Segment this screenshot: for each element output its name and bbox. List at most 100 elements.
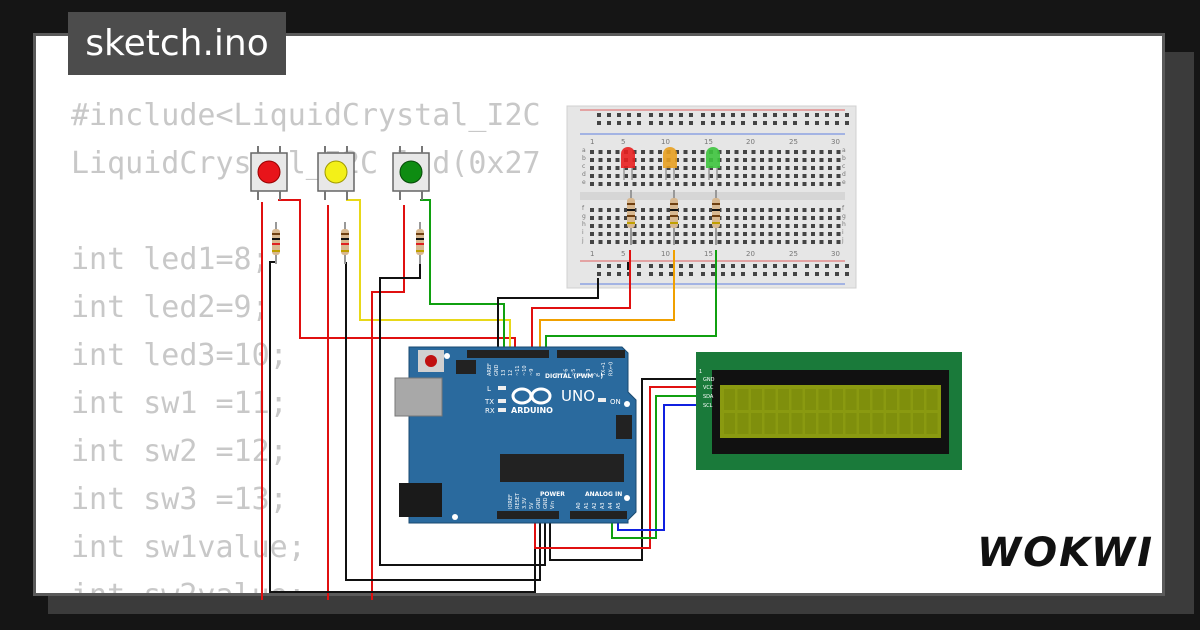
lcd-cell bbox=[778, 413, 789, 434]
breadboard-hole bbox=[683, 216, 688, 220]
breadboard-hole bbox=[785, 240, 790, 244]
led-tx-label: TX bbox=[484, 398, 494, 406]
breadboard-hole bbox=[624, 224, 628, 228]
breadboard-hole bbox=[726, 216, 730, 220]
breadboard-hole bbox=[802, 174, 807, 178]
power-rail-hole bbox=[679, 113, 683, 117]
breadboard-hole bbox=[692, 232, 696, 236]
resistor-led1[interactable] bbox=[627, 190, 635, 245]
breadboard-hole bbox=[760, 216, 764, 220]
power-rail-hole bbox=[711, 113, 715, 117]
wire-red-button3-power bbox=[371, 205, 405, 600]
breadboard-hole bbox=[649, 150, 654, 154]
breadboard-hole bbox=[717, 182, 722, 186]
breadboard-hole bbox=[794, 224, 798, 228]
pin-label: GND bbox=[543, 497, 549, 509]
resistor-button3[interactable] bbox=[416, 222, 424, 264]
file-title-tab[interactable]: sketch.ino bbox=[68, 12, 286, 75]
power-rail-hole bbox=[825, 272, 829, 276]
breadboard-hole bbox=[751, 150, 756, 154]
power-rail-hole bbox=[669, 121, 673, 125]
breadboard-hole bbox=[743, 224, 747, 228]
resistor-led3[interactable] bbox=[712, 190, 720, 245]
breadboard-hole bbox=[743, 216, 747, 220]
breadboard-hole bbox=[836, 158, 841, 162]
svg-text:g: g bbox=[582, 213, 586, 220]
svg-text:i: i bbox=[842, 229, 844, 236]
breadboard-hole bbox=[615, 240, 620, 244]
pin-label: 12 bbox=[508, 370, 514, 376]
wire-blue-lcd-scl bbox=[617, 404, 700, 531]
power-rail-hole bbox=[669, 264, 673, 268]
breadboard-hole bbox=[709, 216, 713, 220]
svg-text:10: 10 bbox=[661, 138, 670, 146]
resistor-led2[interactable] bbox=[670, 190, 678, 245]
breadboard-hole bbox=[785, 232, 790, 236]
breadboard-hole bbox=[794, 240, 798, 244]
pushbutton-yellow[interactable] bbox=[317, 146, 355, 200]
breadboard-hole bbox=[675, 232, 679, 236]
power-rail-hole bbox=[845, 272, 849, 276]
lcd-pin-sda: SDA bbox=[703, 394, 714, 400]
code-line: int led1=8; bbox=[71, 242, 270, 277]
breadboard-hole bbox=[598, 208, 603, 212]
svg-text:j: j bbox=[581, 237, 584, 244]
lcd-display[interactable]: 1 GND VCC SDA SCL bbox=[696, 352, 962, 470]
breadboard-hole bbox=[777, 232, 781, 236]
code-line: int sw2value; bbox=[71, 578, 306, 596]
breadboard-hole bbox=[641, 240, 645, 244]
power-rail-hole bbox=[731, 121, 735, 125]
breadboard-hole bbox=[811, 182, 815, 186]
power-rail-hole bbox=[741, 121, 745, 125]
pushbutton-green[interactable] bbox=[392, 146, 430, 200]
svg-text:c: c bbox=[842, 163, 845, 170]
breadboard-hole bbox=[607, 166, 611, 170]
code-line: int led2=9; bbox=[71, 290, 270, 325]
power-rail-hole bbox=[637, 121, 641, 125]
svg-text:b: b bbox=[582, 155, 586, 162]
breadboard-hole bbox=[590, 174, 594, 178]
digital-header-low bbox=[557, 350, 625, 358]
breadboard-hole bbox=[607, 158, 611, 162]
wire-black-res2 bbox=[345, 262, 541, 581]
wires bbox=[261, 199, 717, 600]
resistor-button1[interactable] bbox=[272, 222, 280, 264]
breadboard-hole bbox=[615, 182, 620, 186]
svg-text:25: 25 bbox=[789, 138, 798, 146]
breadboard-hole bbox=[666, 240, 671, 244]
led-orange[interactable] bbox=[663, 147, 677, 180]
breadboard-hole bbox=[751, 232, 756, 236]
code-line: int sw1value; bbox=[71, 530, 306, 565]
breadboard-hole bbox=[658, 174, 662, 178]
led-red[interactable] bbox=[621, 147, 635, 180]
power-rail-hole bbox=[805, 113, 809, 117]
breadboard-hole bbox=[811, 208, 815, 212]
breadboard-hole bbox=[734, 150, 739, 154]
breadboard-hole bbox=[777, 158, 781, 162]
on-label: ON bbox=[610, 398, 621, 406]
breadboard-hole bbox=[658, 158, 662, 162]
led-green[interactable] bbox=[706, 147, 720, 180]
power-rail-hole bbox=[597, 121, 601, 125]
pushbutton-red[interactable] bbox=[250, 146, 288, 200]
lcd-cell bbox=[764, 413, 776, 434]
lcd-cell bbox=[818, 413, 830, 434]
arduino-uno-board[interactable]: DIGITAL (PWM ~) POWER ANALOG IN L TX RX … bbox=[394, 346, 637, 524]
breadboard-hole bbox=[734, 232, 739, 236]
svg-text:25: 25 bbox=[789, 250, 798, 258]
pin-label: 5V bbox=[529, 502, 535, 509]
wire-black-bb-gnd bbox=[497, 278, 599, 353]
breadboard-hole bbox=[802, 208, 807, 212]
breadboard-hole bbox=[675, 174, 679, 178]
breadboard-hole bbox=[777, 174, 781, 178]
power-rail-hole bbox=[659, 113, 663, 117]
resistor-button2[interactable] bbox=[341, 222, 349, 264]
breadboard-row-letters: a b c d e f g h i j a b c d e f g h i j bbox=[581, 147, 846, 244]
power-rail-hole bbox=[815, 272, 819, 276]
breadboard-hole bbox=[785, 224, 790, 228]
svg-text:5: 5 bbox=[621, 138, 625, 146]
breadboard-hole bbox=[683, 208, 688, 212]
wire-red-button1 bbox=[278, 199, 516, 353]
breadboard-hole bbox=[624, 182, 628, 186]
lcd-cell bbox=[899, 389, 911, 410]
